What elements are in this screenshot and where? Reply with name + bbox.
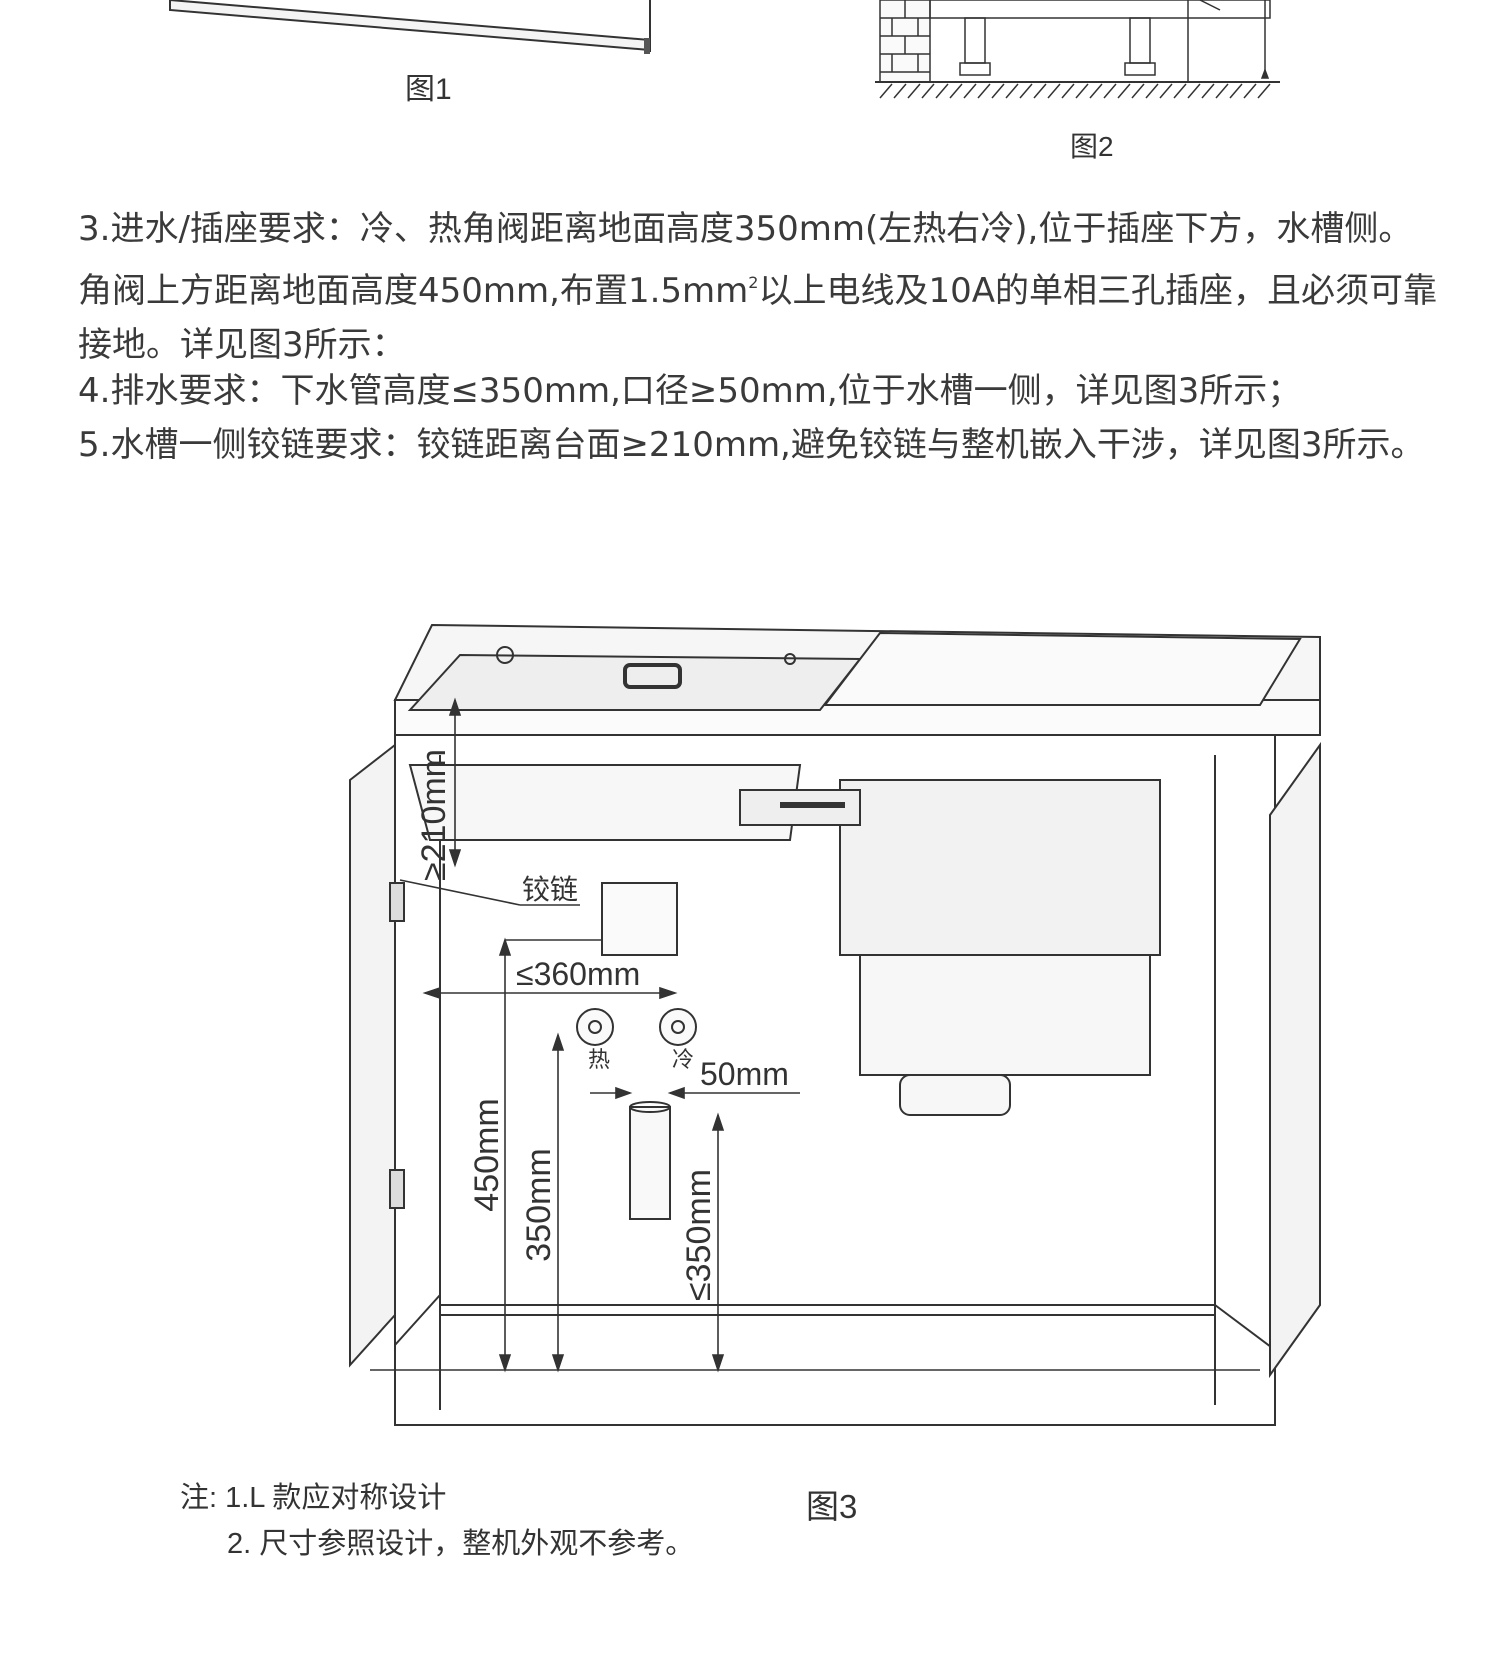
- requirement-3-text: 3.进水/插座要求：冷、热角阀距离地面高度350mm(左热右冷),位于插座下方，…: [78, 209, 1413, 311]
- right-door: [1269, 741, 1321, 1379]
- note-line-1: 注: 1.L 款应对称设计: [180, 1482, 447, 1514]
- cold-valve: [659, 1008, 697, 1046]
- power-socket: [601, 882, 678, 956]
- drain-height-label: ≤350mm: [680, 1169, 718, 1301]
- requirement-5: 5.水槽一侧铰链要求：铰链距离台面≥210mm,避免铰链与整机嵌入干涉，详见图3…: [78, 425, 1425, 465]
- requirement-4: 4.排水要求：下水管高度≤350mm,口径≥50mm,位于水槽一侧，详见图3所示…: [78, 371, 1302, 411]
- hot-valve: [576, 1008, 614, 1046]
- drain-pipe: [629, 1106, 671, 1220]
- dishwasher-unit: [839, 779, 1161, 956]
- requirement-3: 3.进水/插座要求：冷、热角阀距离地面高度350mm(左热右冷),位于插座下方，…: [78, 202, 1438, 372]
- figure-1-drawing: [169, 0, 651, 54]
- hinge-bottom: [389, 1169, 405, 1209]
- sink-handle-slot: [623, 663, 682, 689]
- cold-label: 冷: [672, 1047, 694, 1072]
- figure-3-cabinet-diagram: ≥210mm 铰链 ≤360mm 热 冷 50mm 450mm 350mm ≤3…: [349, 623, 1321, 1426]
- hinge-gap-label: ≥210mm: [415, 749, 453, 881]
- figure-2-drawing: [875, 0, 1280, 99]
- pipe-diameter-label: 50mm: [700, 1056, 789, 1092]
- hinge-label: 铰链: [522, 874, 578, 905]
- figure-2-caption: 图2: [1070, 131, 1114, 162]
- figure-1-caption: 图1: [405, 73, 452, 106]
- left-door: [349, 742, 396, 1368]
- hinge-top: [389, 882, 405, 922]
- superscript: 2: [748, 273, 759, 292]
- note-line-2: 2. 尺寸参照设计，整机外观不参考。: [227, 1528, 695, 1560]
- requirement-3-text-cont: 以上电线及10A的单相三孔插座，且必须可靠接地。详见图3所示：: [78, 271, 1437, 365]
- sink: [407, 653, 863, 711]
- notes: 注: 1.L 款应对称设计 2. 尺寸参照设计，整机外观不参考。: [180, 1475, 694, 1567]
- hot-label: 热: [588, 1047, 610, 1072]
- width-label: ≤360mm: [516, 956, 640, 992]
- valve-height-label: 350mm: [520, 1148, 558, 1261]
- figure-3-caption: 图3: [806, 1488, 858, 1525]
- socket-height-label: 450mm: [468, 1098, 506, 1211]
